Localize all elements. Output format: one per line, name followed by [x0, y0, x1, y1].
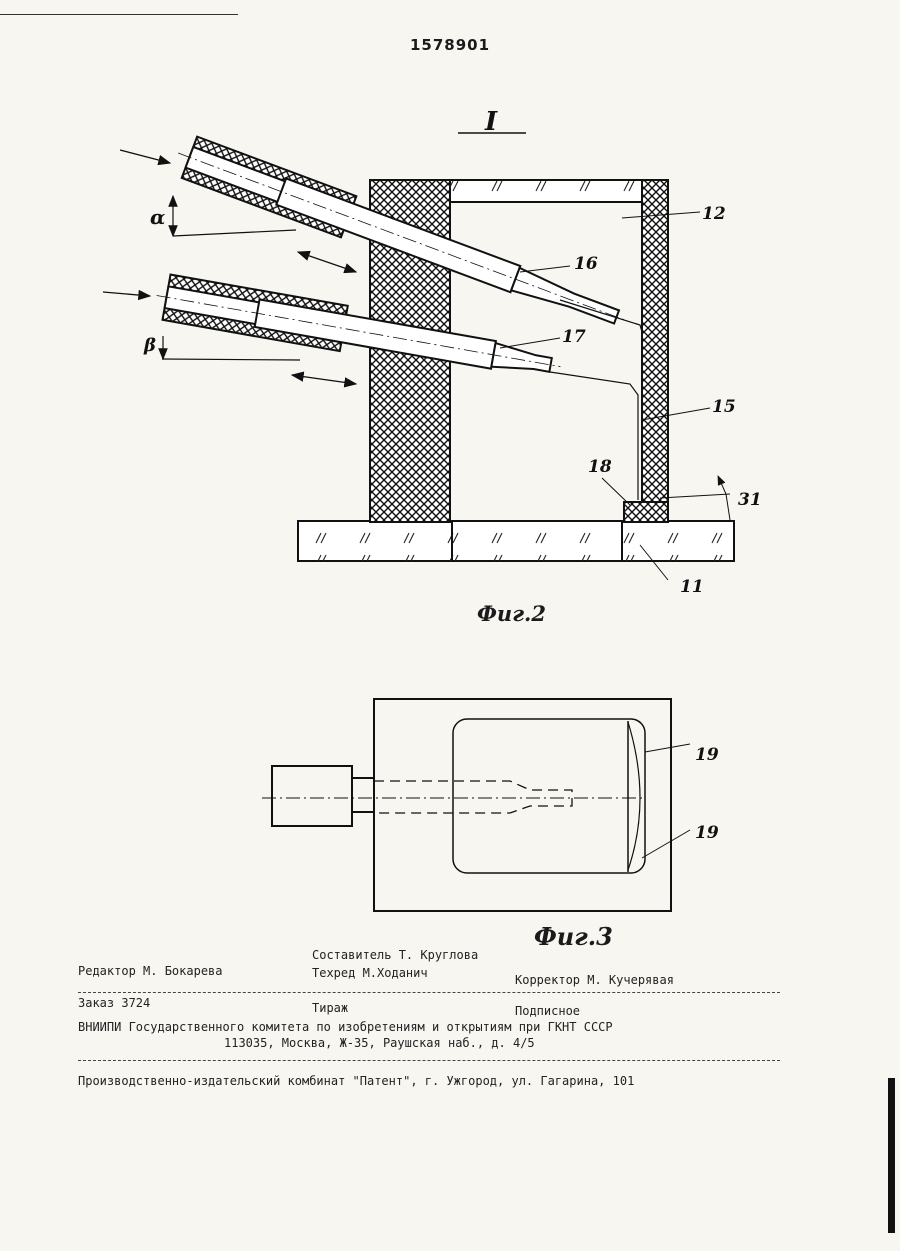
detail-label: I [484, 107, 498, 137]
callout-11: 11 [680, 577, 704, 597]
callout-31: 31 [738, 490, 762, 510]
publisher-line: Производственно-издательский комбинат "П… [78, 1074, 634, 1088]
corrector-line: Корректор М. Кучерявая [515, 973, 674, 987]
outer-frame [374, 699, 671, 911]
beta-label: β [143, 335, 156, 356]
callout-12: 12 [702, 204, 726, 224]
callout-19-top: 19 [695, 745, 719, 765]
order-line: Заказ 3724 [78, 996, 150, 1010]
figure-2-label: Фиг.2 [477, 601, 546, 626]
callout-18: 18 [588, 457, 612, 477]
composer-line: Составитель Т. Круглова [312, 948, 478, 962]
inner-chamber [453, 719, 645, 873]
connector-block [272, 766, 352, 826]
address-line: 113035, Москва, Ж-35, Раушская наб., д. … [224, 1036, 535, 1050]
subscription-line: Подписное [515, 1004, 580, 1018]
committee-line: ВНИИПИ Государственного комитета по изоб… [78, 1020, 613, 1034]
rule-2 [78, 1060, 780, 1061]
figure-3-label: Фиг.3 [534, 922, 613, 951]
circulation-line: Тираж [312, 1001, 348, 1015]
scan-margin-bar [888, 1078, 895, 1233]
figure-3 [262, 699, 690, 911]
figure-2 [103, 132, 734, 580]
techred-line: Техред М.Ходанич [312, 966, 428, 980]
editor-line: Редактор М. Бокарева [78, 964, 223, 978]
callout-19-bottom: 19 [695, 823, 719, 843]
callout-16: 16 [574, 254, 598, 274]
callout-15: 15 [712, 397, 736, 417]
rule-1 [78, 992, 780, 993]
callout-17: 17 [562, 327, 586, 347]
hatched-column [642, 180, 668, 502]
alpha-label: α [150, 205, 165, 229]
